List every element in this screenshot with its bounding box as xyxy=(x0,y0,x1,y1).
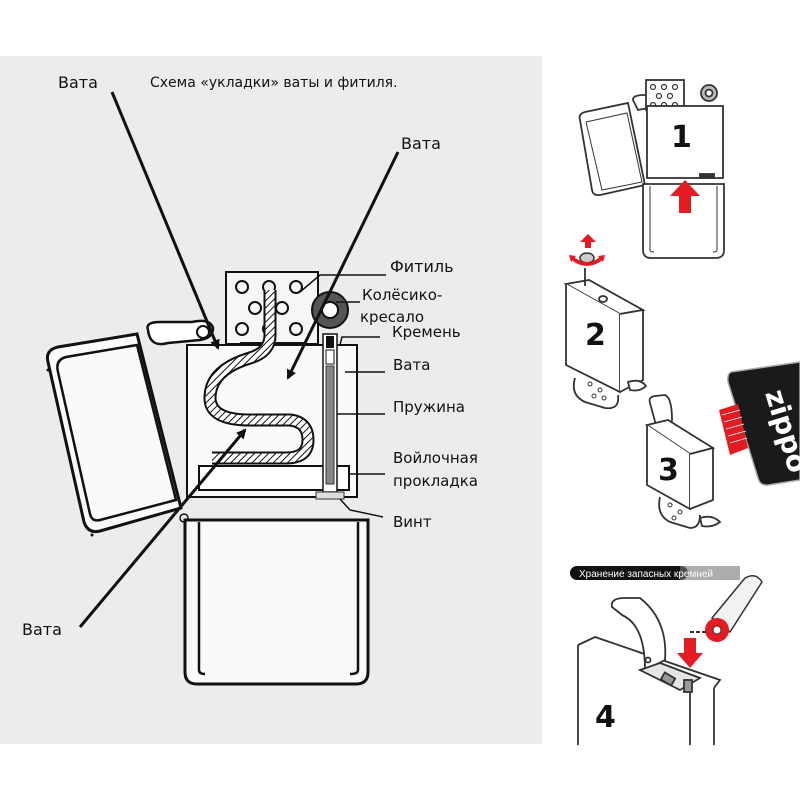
flint-dispenser-zippo: zippo xyxy=(719,361,800,486)
step-4-number: 4 xyxy=(595,700,616,735)
step-3-insert-flint xyxy=(644,394,722,529)
step-2-screw-icon xyxy=(569,234,605,266)
lighter-case xyxy=(179,513,370,686)
step-2-number: 2 xyxy=(585,318,606,353)
label-flint-wheel-2: кресало xyxy=(360,308,424,326)
flint-spring-tube xyxy=(315,333,345,500)
leader-lines xyxy=(299,274,386,518)
step-4-arrow-down xyxy=(677,638,703,668)
label-wool-bottom-left: Вата xyxy=(22,620,62,639)
label-screw: Винт xyxy=(393,513,432,531)
label-flint-wheel-1: Колёсико- xyxy=(362,286,442,304)
flint-wheel xyxy=(311,291,349,329)
label-spring: Пружина xyxy=(393,398,465,416)
label-flint: Кремень xyxy=(392,323,461,341)
step-4-banner: Хранение запасных кремней xyxy=(579,569,713,580)
step-3-number: 3 xyxy=(658,453,679,488)
step-1-remove-insert xyxy=(578,79,725,259)
step-1-number: 1 xyxy=(671,120,692,155)
label-wick: Фитиль xyxy=(390,257,454,276)
label-wool-top-right: Вата xyxy=(401,134,441,153)
flint-dispenser-tube xyxy=(690,575,763,642)
label-wool-top-left: Вата xyxy=(58,73,98,92)
step-2-unscrew xyxy=(563,268,648,410)
label-felt-pad-2: прокладка xyxy=(393,472,478,490)
label-felt-pad-1: Войлочная xyxy=(393,449,478,467)
leader-arrows xyxy=(78,91,400,628)
diagram-title: Схема «укладки» ваты и фитиля. xyxy=(150,75,398,91)
label-wool-side: Вата xyxy=(393,356,430,374)
cam-lever xyxy=(146,319,215,346)
step-4-spare-flints: Хранение запасных кремней xyxy=(570,566,763,745)
lighter-lid xyxy=(46,332,183,537)
diagram-labels: Схема «укладки» ваты и фитиля. Вата Вата… xyxy=(22,73,478,639)
step-1-arrow-up xyxy=(670,180,700,213)
lighter-cutaway xyxy=(46,91,400,686)
